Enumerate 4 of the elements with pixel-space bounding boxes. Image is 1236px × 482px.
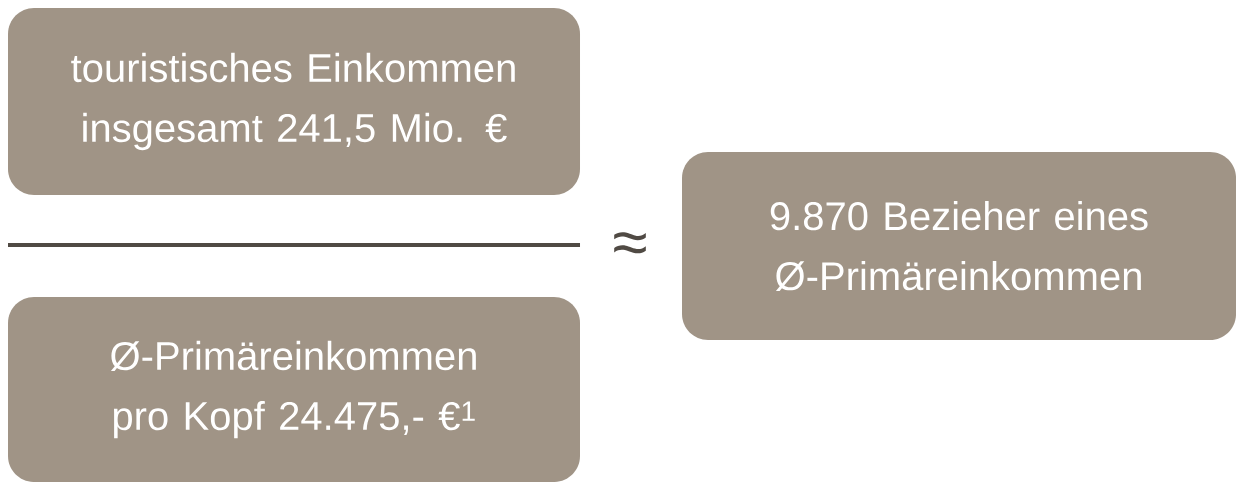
text-box: Ø-Primäreinkommen pro Kopf 24.475,- €$^{1}$ [8, 297, 580, 482]
text-box: touristisches Einkommen insgesamt 241,5 Mio. € [8, 8, 580, 195]
approx-sign: ≈ [614, 232, 646, 254]
text-box: 9.870 Bezieher eines Ø-Primäreinkommen [682, 152, 1236, 340]
